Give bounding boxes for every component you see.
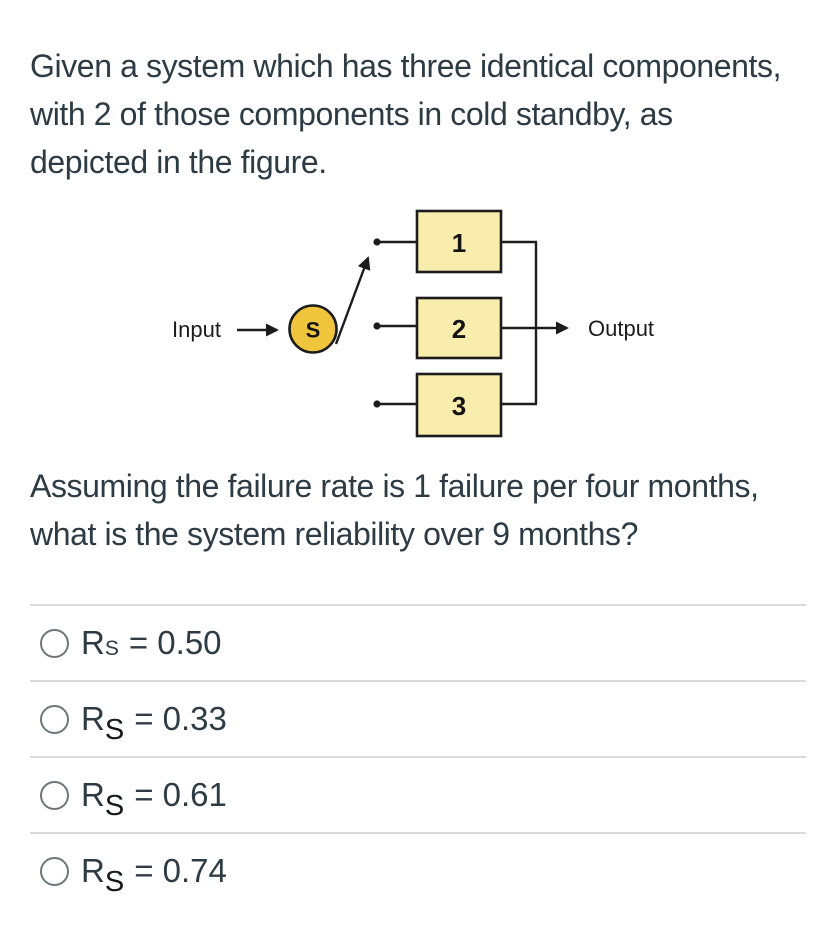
r-subscript: S bbox=[104, 637, 119, 660]
radio-button[interactable] bbox=[40, 628, 69, 658]
input-label: Input bbox=[172, 317, 221, 342]
answer-option-2[interactable]: R S = 0.33 bbox=[30, 680, 806, 756]
r-subscript: S bbox=[104, 714, 125, 746]
component-2-label: 2 bbox=[452, 314, 466, 344]
r-symbol: R bbox=[81, 852, 105, 889]
switch-arm-arrow bbox=[334, 256, 371, 345]
question-text-line: with 2 of those components in cold stand… bbox=[30, 96, 673, 132]
radio-button[interactable] bbox=[40, 780, 69, 810]
r-subscript: S bbox=[104, 790, 125, 822]
switch-circle bbox=[288, 304, 338, 354]
r-symbol: R bbox=[81, 700, 105, 737]
component-3-box bbox=[415, 372, 503, 438]
answer-option-3[interactable]: R S = 0.61 bbox=[30, 756, 806, 832]
output-label: Output bbox=[588, 316, 654, 341]
r-symbol: R bbox=[81, 624, 105, 661]
answer-option-4[interactable]: R S = 0.74 bbox=[30, 832, 806, 908]
question-text-line: Given a system which has three identical… bbox=[30, 48, 782, 84]
question-text-line: depicted in the figure. bbox=[30, 144, 327, 180]
question-text-line: what is the system reliability over 9 mo… bbox=[30, 516, 639, 552]
question-text-line: Assuming the failure rate is 1 failure p… bbox=[30, 468, 759, 504]
contact-dot-2 bbox=[373, 322, 381, 330]
option-value: = 0.74 bbox=[134, 852, 227, 889]
question-intro-text: Given a system which has three identical… bbox=[30, 42, 830, 186]
option-value: = 0.50 bbox=[128, 624, 222, 661]
r-subscript: S bbox=[104, 866, 125, 898]
question-followup-text: Assuming the failure rate is 1 failure p… bbox=[30, 462, 830, 558]
option-value: = 0.61 bbox=[134, 776, 227, 813]
radio-button[interactable] bbox=[40, 704, 69, 734]
answer-option-1[interactable]: R S = 0.50 bbox=[30, 604, 806, 680]
option-label: R S = 0.61 bbox=[81, 776, 227, 822]
option-label: R S = 0.33 bbox=[81, 700, 227, 746]
switch-label: S bbox=[306, 318, 321, 343]
radio-button[interactable] bbox=[40, 856, 69, 886]
contact-dot-3 bbox=[373, 400, 381, 408]
contact-dot-1 bbox=[373, 238, 381, 246]
answer-options-list: R S = 0.50 R S = 0.33 R S = 0.61 bbox=[30, 604, 806, 908]
component-1-label: 1 bbox=[452, 228, 466, 258]
standby-system-diagram: Input S 1 2 3 bbox=[0, 195, 840, 455]
r-symbol: R bbox=[81, 776, 105, 813]
option-value: = 0.33 bbox=[134, 700, 227, 737]
standby-system-diagram-svg: Input S 1 2 3 bbox=[172, 209, 654, 438]
component-3-label: 3 bbox=[452, 391, 466, 421]
option-label: R S = 0.50 bbox=[81, 624, 222, 662]
option-label: R S = 0.74 bbox=[81, 852, 227, 898]
